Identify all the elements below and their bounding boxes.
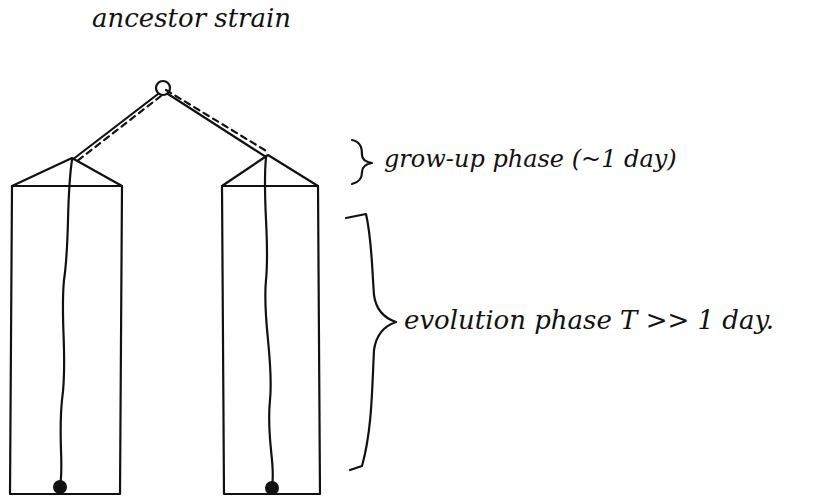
flask-top [222, 155, 318, 186]
final-strain-dot [53, 480, 67, 494]
lineage-line-dashed [76, 96, 161, 162]
phase-label: evolution phase T >> 1 day. [404, 306, 774, 335]
phase-brace [352, 140, 372, 184]
lineage-line [72, 94, 158, 160]
flask-body [10, 186, 122, 494]
flask-top [12, 158, 122, 186]
lineage-line [168, 94, 266, 157]
phase-brace [346, 214, 396, 470]
lineage-trace [60, 160, 72, 486]
ancestor-circle [156, 81, 170, 95]
lineage-trace [265, 157, 273, 486]
final-strain-dot [265, 481, 279, 495]
phase-label: grow-up phase (~1 day) [384, 146, 677, 172]
lineage-line-dashed [166, 90, 268, 152]
strain-label: ancestor strain [92, 4, 291, 33]
